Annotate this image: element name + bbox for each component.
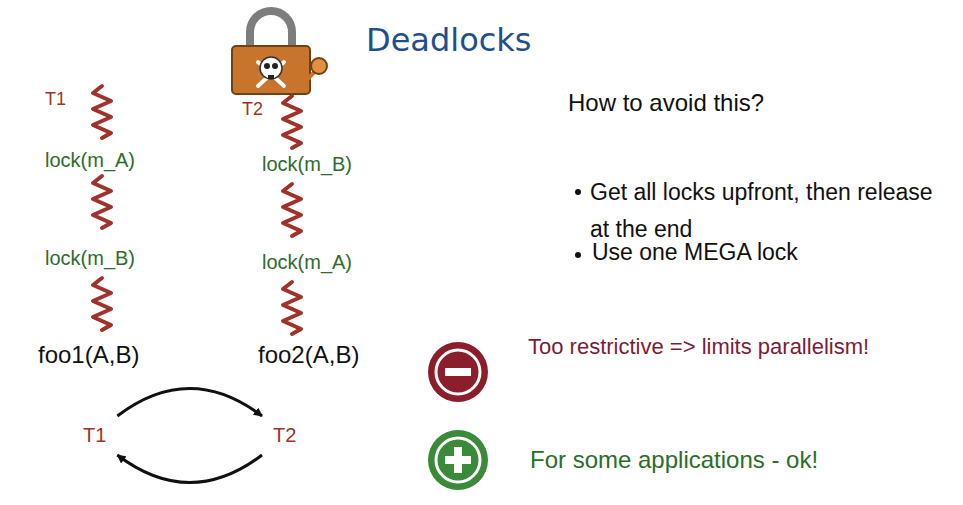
bullet-text: Get all locks upfront, then release at t… (590, 174, 952, 248)
bullet-text: Use one MEGA lock (592, 238, 798, 267)
lock-call: lock(m_B) (262, 152, 352, 177)
thread-name: T1 (83, 423, 106, 448)
lock-call: lock(m_B) (45, 246, 135, 271)
thread-line (283, 96, 301, 148)
thread-name: T2 (273, 423, 296, 448)
thread-line (93, 278, 111, 330)
cycle-arrow (117, 389, 262, 417)
bullet-dot (575, 189, 581, 195)
thread-name: T2 (242, 98, 263, 121)
function-call: foo1(A,B) (38, 340, 139, 370)
thread-node: T2 (262, 416, 307, 455)
lock-call: lock(m_A) (45, 148, 135, 173)
pro-note: For some applications - ok! (530, 445, 818, 475)
lock-call: lock(m_A) (262, 250, 352, 275)
lock-icon (232, 11, 327, 94)
thread-line (283, 184, 301, 236)
plus-badge (428, 430, 488, 490)
thread-node: T1 (72, 416, 117, 455)
question: How to avoid this? (568, 88, 764, 118)
thread-line (93, 176, 111, 228)
thread-name: T1 (45, 88, 66, 111)
title: Deadlocks (366, 20, 532, 60)
bullet-dot (575, 252, 581, 258)
thread-line (283, 282, 301, 334)
con-note: Too restrictive => limits parallelism! (528, 330, 888, 363)
cycle-arrow (117, 455, 262, 483)
thread-line (93, 86, 111, 138)
minus-badge (428, 342, 488, 402)
function-call: foo2(A,B) (258, 340, 359, 370)
